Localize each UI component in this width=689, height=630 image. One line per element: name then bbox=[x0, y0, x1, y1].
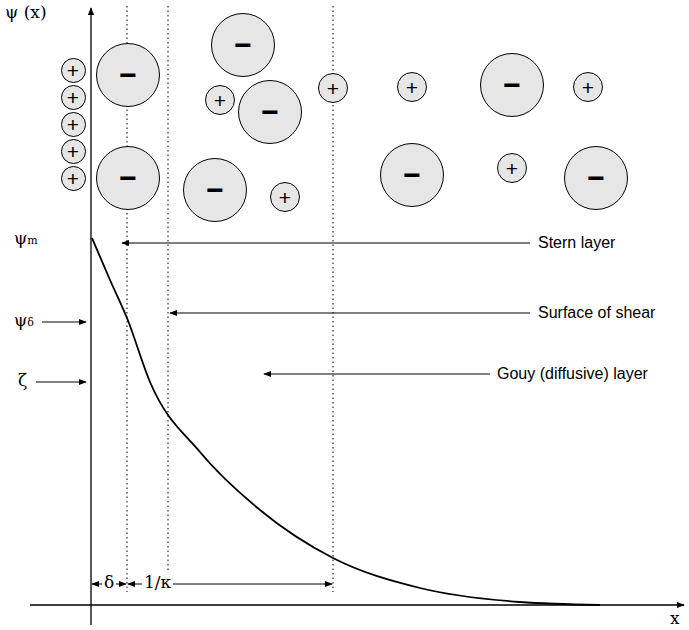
ion-sign: + bbox=[67, 87, 79, 108]
cation-circle: + bbox=[61, 139, 86, 164]
region-label: Gouy (diffusive) layer bbox=[497, 364, 648, 383]
ion-sign: − bbox=[206, 175, 224, 205]
region-label: Surface of shear bbox=[538, 303, 655, 322]
region-label: Stern layer bbox=[538, 233, 615, 252]
ion-sign: − bbox=[119, 60, 137, 90]
leader-arrow bbox=[42, 322, 86, 323]
anion-circle: − bbox=[211, 13, 275, 77]
ion-sign: + bbox=[67, 141, 79, 162]
leader-arrow bbox=[122, 243, 530, 244]
cation-circle: + bbox=[205, 85, 235, 115]
leader-arrow bbox=[264, 374, 490, 375]
cation-circle: + bbox=[61, 112, 86, 137]
ion-sign: + bbox=[327, 78, 339, 99]
ion-sign: + bbox=[214, 90, 226, 111]
symbol-label: δ bbox=[102, 572, 116, 592]
y-axis bbox=[90, 8, 91, 625]
anion-circle: − bbox=[183, 158, 247, 222]
ion-sign: − bbox=[503, 70, 521, 100]
leader-arrow bbox=[170, 313, 530, 314]
potential-curve bbox=[92, 238, 600, 605]
ion-sign: − bbox=[261, 97, 279, 127]
ion-sign: + bbox=[67, 114, 79, 135]
symbol-label: ψm bbox=[14, 228, 38, 248]
anion-circle: − bbox=[96, 146, 160, 210]
ion-sign: + bbox=[406, 77, 418, 98]
anion-circle: − bbox=[564, 146, 628, 210]
ion-sign: + bbox=[67, 168, 79, 189]
anion-circle: − bbox=[96, 43, 160, 107]
axis-label: ψ (x) bbox=[5, 2, 47, 22]
leader-arrow bbox=[36, 382, 86, 383]
ion-sign: + bbox=[279, 187, 291, 208]
anion-circle: − bbox=[238, 80, 302, 144]
ion-sign: + bbox=[506, 158, 518, 179]
cation-circle: + bbox=[497, 153, 527, 183]
ion-sign: + bbox=[582, 77, 594, 98]
symbol-label: ψδ bbox=[14, 310, 34, 330]
cation-circle: + bbox=[397, 72, 427, 102]
anion-circle: − bbox=[380, 143, 444, 207]
ion-sign: + bbox=[67, 60, 79, 81]
symbol-label: 1/κ bbox=[142, 572, 173, 592]
symbol-label: ζ bbox=[18, 370, 27, 390]
ion-sign: − bbox=[403, 160, 421, 190]
cation-circle: + bbox=[61, 58, 86, 83]
cation-circle: + bbox=[61, 85, 86, 110]
axis-label: x bbox=[670, 608, 680, 628]
cation-circle: + bbox=[573, 72, 603, 102]
ion-sign: − bbox=[234, 30, 252, 60]
cation-circle: + bbox=[318, 73, 348, 103]
anion-circle: − bbox=[480, 53, 544, 117]
ion-sign: − bbox=[119, 163, 137, 193]
cation-circle: + bbox=[61, 166, 86, 191]
shear-plane bbox=[168, 6, 169, 592]
cation-circle: + bbox=[270, 182, 300, 212]
ion-sign: − bbox=[587, 163, 605, 193]
